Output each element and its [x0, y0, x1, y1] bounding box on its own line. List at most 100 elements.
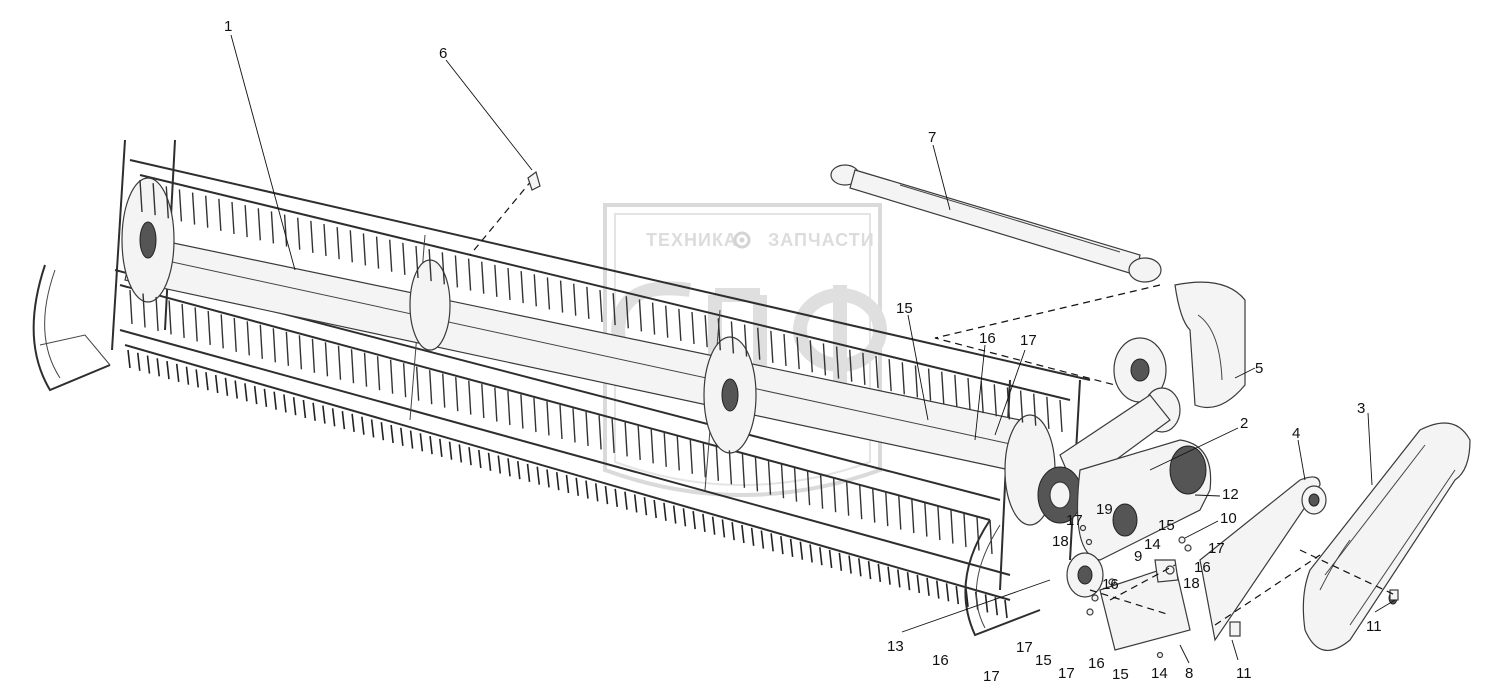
reel-tine — [637, 425, 641, 460]
reel-tine — [546, 401, 550, 436]
left-crop-divider — [32, 264, 111, 392]
reel-tine — [1059, 399, 1063, 433]
reel-tine — [520, 271, 524, 304]
reel-tine — [311, 338, 316, 373]
cutter-finger — [195, 369, 200, 388]
reel-tine — [937, 506, 941, 541]
reel-tine — [559, 404, 563, 440]
cutter-finger — [234, 380, 238, 399]
reel-tine — [533, 397, 537, 433]
reel-tine — [741, 453, 746, 488]
callout-18-a: 18 — [1052, 533, 1069, 550]
cutter-finger — [565, 474, 570, 494]
reel-tine — [218, 198, 222, 231]
cutter-finger — [351, 413, 355, 432]
reel-tine — [638, 299, 643, 332]
reel-tine — [599, 289, 603, 323]
reel-tine — [585, 411, 589, 447]
reel-tine — [324, 342, 329, 377]
reel-tine — [507, 267, 511, 301]
cutter-finger — [185, 366, 190, 385]
reel-tine — [625, 296, 629, 329]
watermark-right-text: ЗАПЧАСТИ — [768, 230, 875, 250]
reel-tine — [941, 371, 945, 404]
callout-15-d: 15 — [1112, 666, 1129, 683]
cutter-finger — [916, 574, 921, 594]
reel-tine — [967, 377, 971, 411]
leader-lines — [230, 34, 1396, 664]
cutter-finger — [887, 566, 891, 585]
reel-tine — [757, 327, 761, 360]
cutter-finger — [663, 502, 667, 521]
reel-tine — [415, 366, 420, 401]
reel-tine — [454, 255, 459, 288]
reel-tine — [194, 307, 198, 342]
reel-tine — [272, 328, 277, 363]
cutter-finger — [643, 497, 648, 516]
reel-tine — [754, 457, 759, 492]
reel-tine — [468, 380, 472, 415]
reel-tine — [152, 183, 156, 216]
reel-tine — [780, 464, 785, 499]
right-crop-divider — [964, 519, 1041, 637]
reel-tine — [142, 293, 146, 328]
reel-tine — [832, 478, 837, 513]
reel-tine — [872, 488, 876, 523]
reel-tine — [728, 450, 733, 485]
cutter-finger — [789, 538, 794, 557]
cutter-finger — [448, 441, 453, 460]
callout-17-c: 17 — [1208, 540, 1225, 557]
callout-17-a: 17 — [1020, 332, 1037, 349]
cutter-finger — [390, 424, 394, 444]
cutter-finger — [770, 533, 774, 552]
reel-tine — [950, 509, 954, 544]
cutter-finger — [926, 577, 930, 596]
reel-tine — [349, 230, 353, 263]
callout-17-d: 17 — [1016, 639, 1033, 656]
reel-tine — [546, 277, 551, 310]
callout-16-c: 16 — [1102, 576, 1119, 593]
reel-tine — [572, 408, 576, 443]
reel-tine — [888, 359, 892, 392]
cutter-finger — [858, 558, 862, 577]
reel-tine — [901, 362, 905, 395]
reel-tine — [323, 223, 327, 257]
reel-tine — [231, 201, 235, 235]
callout-4: 4 — [1292, 425, 1300, 442]
cutter-finger — [604, 486, 609, 505]
callout-15-c: 15 — [1035, 652, 1052, 669]
reel-tine — [310, 220, 314, 253]
reel-tine — [270, 211, 275, 244]
reel-tine — [573, 283, 577, 316]
reel-tine — [650, 429, 654, 464]
reel-tine — [246, 321, 250, 356]
cutter-finger — [653, 499, 657, 519]
cutter-finger — [575, 477, 580, 496]
small-pin — [527, 170, 541, 191]
cutter-finger — [458, 444, 463, 463]
side-shield — [1174, 281, 1246, 409]
cutter-finger — [897, 569, 901, 588]
reel-tine — [822, 343, 827, 376]
cutter-finger — [156, 358, 161, 377]
reel-tine — [191, 192, 196, 225]
reel-tine — [717, 318, 721, 351]
cutter-finger — [848, 555, 852, 574]
cutter-finger — [487, 452, 492, 471]
reel-tine — [481, 384, 485, 419]
cutter-finger — [819, 547, 823, 566]
reel-tine — [911, 499, 915, 534]
reel-tine — [862, 352, 866, 385]
reel-tine — [885, 492, 889, 527]
cutter-finger — [166, 361, 170, 380]
reel-tine — [297, 217, 301, 250]
reel-tine — [924, 502, 928, 537]
reel-tine — [244, 205, 248, 238]
reel-tine — [767, 460, 772, 495]
cutter-finger — [468, 447, 472, 466]
cutter-finger — [692, 511, 696, 530]
reel-tine — [415, 245, 419, 279]
cutter-finger — [809, 544, 813, 563]
cutter-finger — [263, 388, 268, 407]
mounting-bracket — [1099, 559, 1191, 651]
